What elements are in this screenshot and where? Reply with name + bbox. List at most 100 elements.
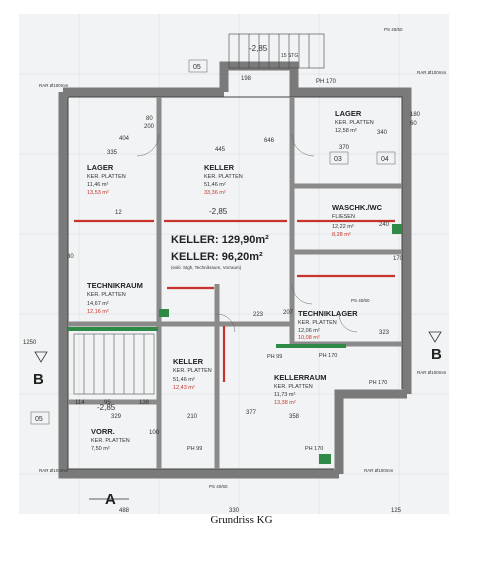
dim-198: 198 xyxy=(241,76,252,82)
dim-340: 340 xyxy=(377,130,388,136)
room-finish: KER. PLATTEN xyxy=(298,320,337,326)
room-name: KELLERRAUM xyxy=(274,373,327,382)
dim-377: 377 xyxy=(246,410,257,416)
ph-99-a: PH 99 xyxy=(187,446,202,452)
dim-223: 223 xyxy=(253,312,264,318)
level-top: -2,85 xyxy=(249,44,268,53)
room-finish: KER. PLATTEN xyxy=(87,292,126,298)
dim-12: 12 xyxy=(115,210,122,216)
rar-bottom-left: RAR Ø100mm xyxy=(39,468,69,473)
dim-335: 335 xyxy=(107,150,118,156)
dim-180: 180 xyxy=(410,112,421,118)
box-03: 03 xyxy=(334,156,342,163)
dim-125: 125 xyxy=(391,508,402,514)
top-stair xyxy=(228,33,325,69)
top-stair-label: 15 STG xyxy=(281,53,298,59)
section-label-right: B xyxy=(431,346,442,363)
box-05-top: 05 xyxy=(193,64,201,71)
floor-plan: B B A 05 05 03 04 -2,85 -2,85 -2,85 KELL… xyxy=(19,14,449,514)
room-name: WASCHK./WC xyxy=(332,203,383,212)
room-lager-right: LAGER KER. PLATTEN 12,58 m² xyxy=(335,109,374,134)
room-finish: KER. PLATTEN xyxy=(91,438,130,444)
section-mark-bottom: A xyxy=(89,491,129,508)
section-label-bottom: A xyxy=(105,491,116,508)
room-keller-small: KELLER KER. PLATTEN 51,46 m² 12,43 m² xyxy=(173,357,212,391)
door-swings xyxy=(136,133,358,333)
room-finish: FLIESEN xyxy=(332,214,355,220)
room-technik-right: TECHNIKLAGER KER. PLATTEN 12,06 m² 10,08… xyxy=(298,309,358,341)
caption: Grundriss KG xyxy=(210,514,273,526)
room-finish: KER. PLATTEN xyxy=(173,368,212,374)
outer-walls xyxy=(58,61,412,479)
dimension-labels: 335 445 646 370 340 180 60 80 200 1250 2… xyxy=(23,76,421,514)
dim-207: 207 xyxy=(283,310,294,316)
green-markers xyxy=(68,224,402,464)
rar-top-left: RAR Ø100mm xyxy=(39,83,69,88)
section-mark-right: B xyxy=(428,331,442,363)
ph-170-d: PH 170 xyxy=(319,353,337,359)
room-technik-left: TECHNIKRAUM KER. PLATTEN 14,67 m² 12,16 … xyxy=(87,281,143,315)
dim-330: 330 xyxy=(229,508,240,514)
dim-80: 80 xyxy=(146,116,153,122)
room-area: 7,50 m² xyxy=(91,446,110,452)
ph-99-b: PH 99 xyxy=(267,354,282,360)
room-name: LAGER xyxy=(335,109,362,118)
rar-bottom-right: RAR Ø100mm xyxy=(364,468,394,473)
room-area: 51,46 m² xyxy=(173,377,195,383)
room-area-alt: 13,38 m² xyxy=(274,400,296,406)
ps-top: PS 40/60 xyxy=(384,27,403,32)
dim-323: 323 xyxy=(379,330,390,336)
ps-bottom: PS 40/60 xyxy=(209,484,228,489)
dim-646: 646 xyxy=(264,138,275,144)
dim-404: 404 xyxy=(119,136,130,142)
red-markers xyxy=(74,219,395,382)
ps-mid: PS 40/60 xyxy=(351,298,370,303)
room-name: TECHNIKRAUM xyxy=(87,281,143,290)
dim-95: 95 xyxy=(104,400,111,406)
room-area: 14,67 m² xyxy=(87,301,109,307)
floor-plan-photo: B B A 05 05 03 04 -2,85 -2,85 -2,85 KELL… xyxy=(19,14,449,514)
room-name: KELLER xyxy=(204,163,235,172)
section-label-left: B xyxy=(33,371,44,388)
room-area: 11,46 m² xyxy=(87,182,108,188)
room-area: 12,58 m² xyxy=(335,128,357,134)
ph-top: PH 170 xyxy=(316,79,337,85)
ph-170-c: PH 170 xyxy=(369,380,387,386)
room-finish: KER. PLATTEN xyxy=(204,174,243,180)
dim-60: 60 xyxy=(410,121,417,127)
room-area: 12,22 m² xyxy=(332,224,354,230)
ph-170-b: PH 170 xyxy=(305,446,323,452)
section-mark-left: B xyxy=(33,351,48,388)
room-finish: KER. PLATTEN xyxy=(87,174,126,180)
room-waschk: WASCHK./WC FLIESEN 12,22 m² 8,28 m² xyxy=(332,203,383,238)
room-name: LAGER xyxy=(87,163,114,172)
rar-top-right: RAR Ø100mm xyxy=(417,70,447,75)
keller-net: KELLER: 96,20m² xyxy=(171,251,263,263)
level-center: -2,85 xyxy=(209,207,228,216)
room-lager-left: LAGER KER. PLATTEN 11,46 m² 13,53 m² xyxy=(87,163,126,196)
dim-488: 488 xyxy=(119,508,130,514)
dim-114: 114 xyxy=(75,400,85,406)
dim-1250: 1250 xyxy=(23,340,37,346)
room-area: 11,73 m² xyxy=(274,392,295,398)
keller-note: (exkl. Stgh, Technikraum, Vorraum) xyxy=(171,265,242,270)
dim-358: 358 xyxy=(289,414,300,420)
dim-100: 100 xyxy=(149,430,160,436)
room-name: KELLER xyxy=(173,357,204,366)
dim-200: 200 xyxy=(144,124,155,130)
dim-210: 210 xyxy=(187,414,198,420)
room-area-alt: 12,16 m² xyxy=(87,309,109,315)
room-name: TECHNIKLAGER xyxy=(298,309,358,318)
room-keller-main: KELLER KER. PLATTEN 51,46 m² 33,36 m² xyxy=(204,163,243,196)
room-area-alt: 8,28 m² xyxy=(332,232,351,238)
room-kellerraum: KELLERRAUM KER. PLATTEN 11,73 m² 13,38 m… xyxy=(274,373,327,406)
room-finish: KER. PLATTEN xyxy=(335,120,374,126)
room-name: VORR. xyxy=(91,427,115,436)
room-area-alt: 10,08 m² xyxy=(298,335,320,341)
room-area: 51,46 m² xyxy=(204,182,226,188)
room-area-alt: 12,43 m² xyxy=(173,385,195,391)
rar-mid-right: RAR Ø100mm xyxy=(417,370,447,375)
number-boxes xyxy=(30,59,396,425)
dim-370: 370 xyxy=(339,145,350,151)
lower-stair xyxy=(73,333,155,395)
